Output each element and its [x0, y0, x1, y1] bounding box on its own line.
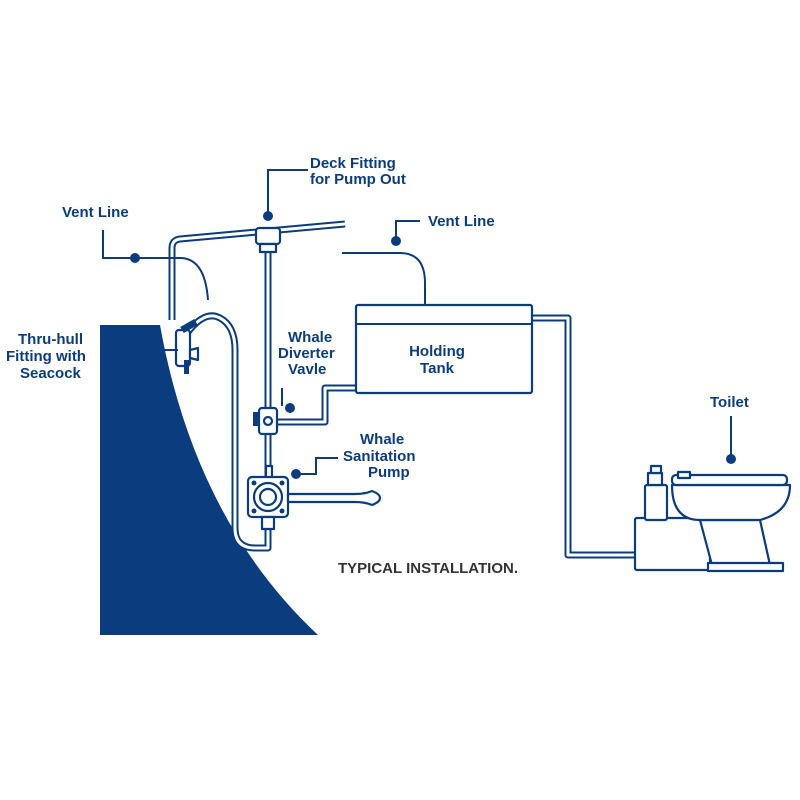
- diverter-label-1: Whale: [288, 329, 332, 346]
- pipe-network: [168, 220, 635, 559]
- holding-tank-label-2: Tank: [420, 360, 455, 377]
- deck-fitting-part: [254, 226, 282, 254]
- diverter-label-2: Diverter: [278, 345, 335, 362]
- thru-hull-label-1: Thru-hull: [18, 331, 83, 348]
- vent-line-right: [342, 252, 426, 305]
- pump-label-2: Sanitation: [343, 448, 416, 465]
- pump-label-3: Pump: [368, 464, 410, 481]
- toilet-part: [633, 464, 792, 573]
- leader-vent-line-left: [102, 230, 209, 301]
- diverter-label-3: Vavle: [288, 361, 326, 378]
- holding-tank-label-1: Holding: [409, 343, 465, 360]
- pump-label-1: Whale: [360, 431, 404, 448]
- vent-line-right-label: Vent Line: [428, 213, 495, 230]
- deck-fitting-label-2: for Pump Out: [310, 171, 406, 188]
- diagram-caption: TYPICAL INSTALLATION.: [338, 560, 518, 577]
- leader-deck-fitting: [263, 169, 308, 221]
- holding-tank: Holding Tank: [354, 303, 534, 395]
- thru-hull-label-3: Seacock: [20, 365, 82, 382]
- leader-toilet: [726, 416, 736, 464]
- leader-thru-hull: [131, 345, 178, 355]
- sanitation-pump-part: [246, 464, 382, 531]
- leader-vent-line-right: [391, 220, 420, 246]
- thru-hull-label-2: Fitting with: [6, 348, 86, 365]
- leader-pump: [291, 457, 338, 479]
- thru-hull-part: [174, 318, 200, 374]
- leader-diverter: [281, 388, 295, 413]
- vent-line-left-label: Vent Line: [62, 204, 129, 221]
- diverter-valve-part: [253, 406, 279, 436]
- hull: [100, 325, 318, 635]
- toilet-label: Toilet: [710, 394, 749, 411]
- deck-fitting-label-1: Deck Fitting: [310, 155, 396, 172]
